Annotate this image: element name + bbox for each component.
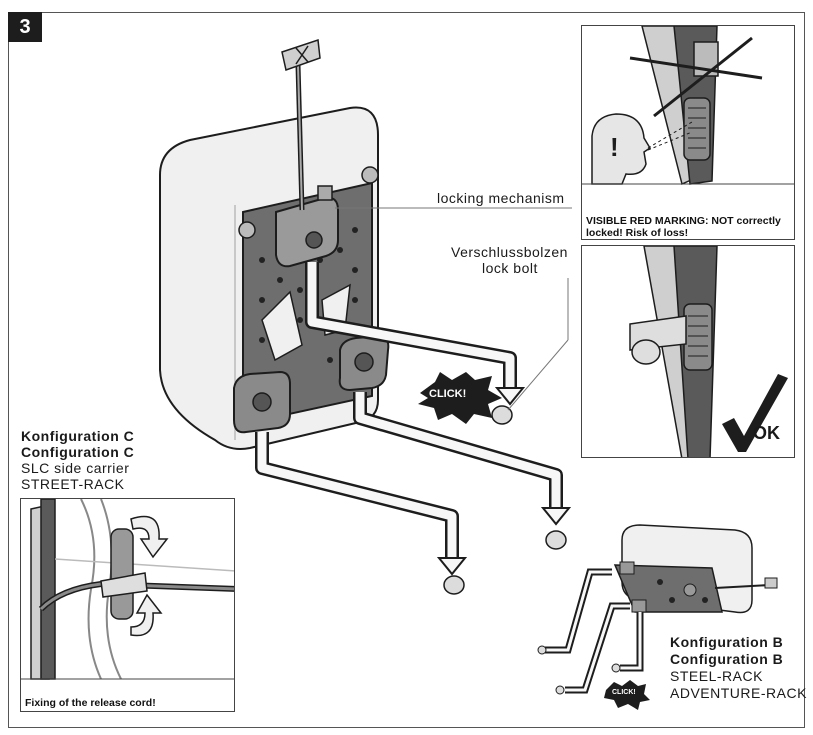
- config-b-line4: ADVENTURE-RACK: [670, 685, 807, 701]
- config-c-line3: SLC side carrier: [21, 460, 130, 476]
- release-cord-panel: Fixing of the release cord!: [20, 498, 235, 712]
- locking-mechanism: [275, 196, 339, 268]
- step-number: 3: [8, 12, 42, 42]
- warning-caption-line1: VISIBLE RED MARKING: NOT correctly: [586, 215, 781, 227]
- locking-mechanism-label: locking mechanism: [437, 190, 565, 206]
- person-head-icon: [591, 113, 652, 185]
- lock-bolts: [443, 405, 567, 595]
- config-c-line1: Konfiguration C: [21, 428, 135, 444]
- config-c-line4: STREET-RACK: [21, 476, 125, 492]
- ok-text: OK: [753, 423, 780, 443]
- ok-panel: OK: [581, 245, 795, 458]
- release-cord-illustration: [21, 499, 234, 680]
- warning-caption-line2: locked! Risk of loss!: [586, 227, 689, 239]
- config-b-illustration: [537, 524, 778, 710]
- lock-bolt-label-en: lock bolt: [482, 260, 538, 276]
- rotate-up-arrow-icon: [130, 515, 169, 559]
- config-c-line2: Configuration C: [21, 444, 135, 460]
- config-b-click-burst: [604, 680, 650, 710]
- click-burst: [418, 372, 502, 424]
- click-label: CLICK!: [429, 388, 467, 400]
- warning-illustration: !: [582, 26, 794, 186]
- config-b-click-label: CLICK!: [612, 689, 636, 696]
- lock-bolt-label-de: Verschlussbolzen: [451, 244, 568, 260]
- diagram-frame: [8, 12, 805, 728]
- release-cord-caption: Fixing of the release cord!: [25, 697, 156, 709]
- warning-panel: ! VISIBLE RED MARKING: NOT correctly loc…: [581, 25, 795, 240]
- ok-illustration: [629, 246, 788, 457]
- config-b-line2: Configuration B: [670, 651, 784, 667]
- pull-handle: [281, 38, 321, 71]
- checkmark-icon: [722, 374, 788, 452]
- config-b-line1: Konfiguration B: [670, 634, 784, 650]
- config-b-line3: STEEL-RACK: [670, 668, 763, 684]
- svg-text:!: !: [610, 132, 619, 162]
- rotate-down-arrow-icon: [130, 593, 163, 637]
